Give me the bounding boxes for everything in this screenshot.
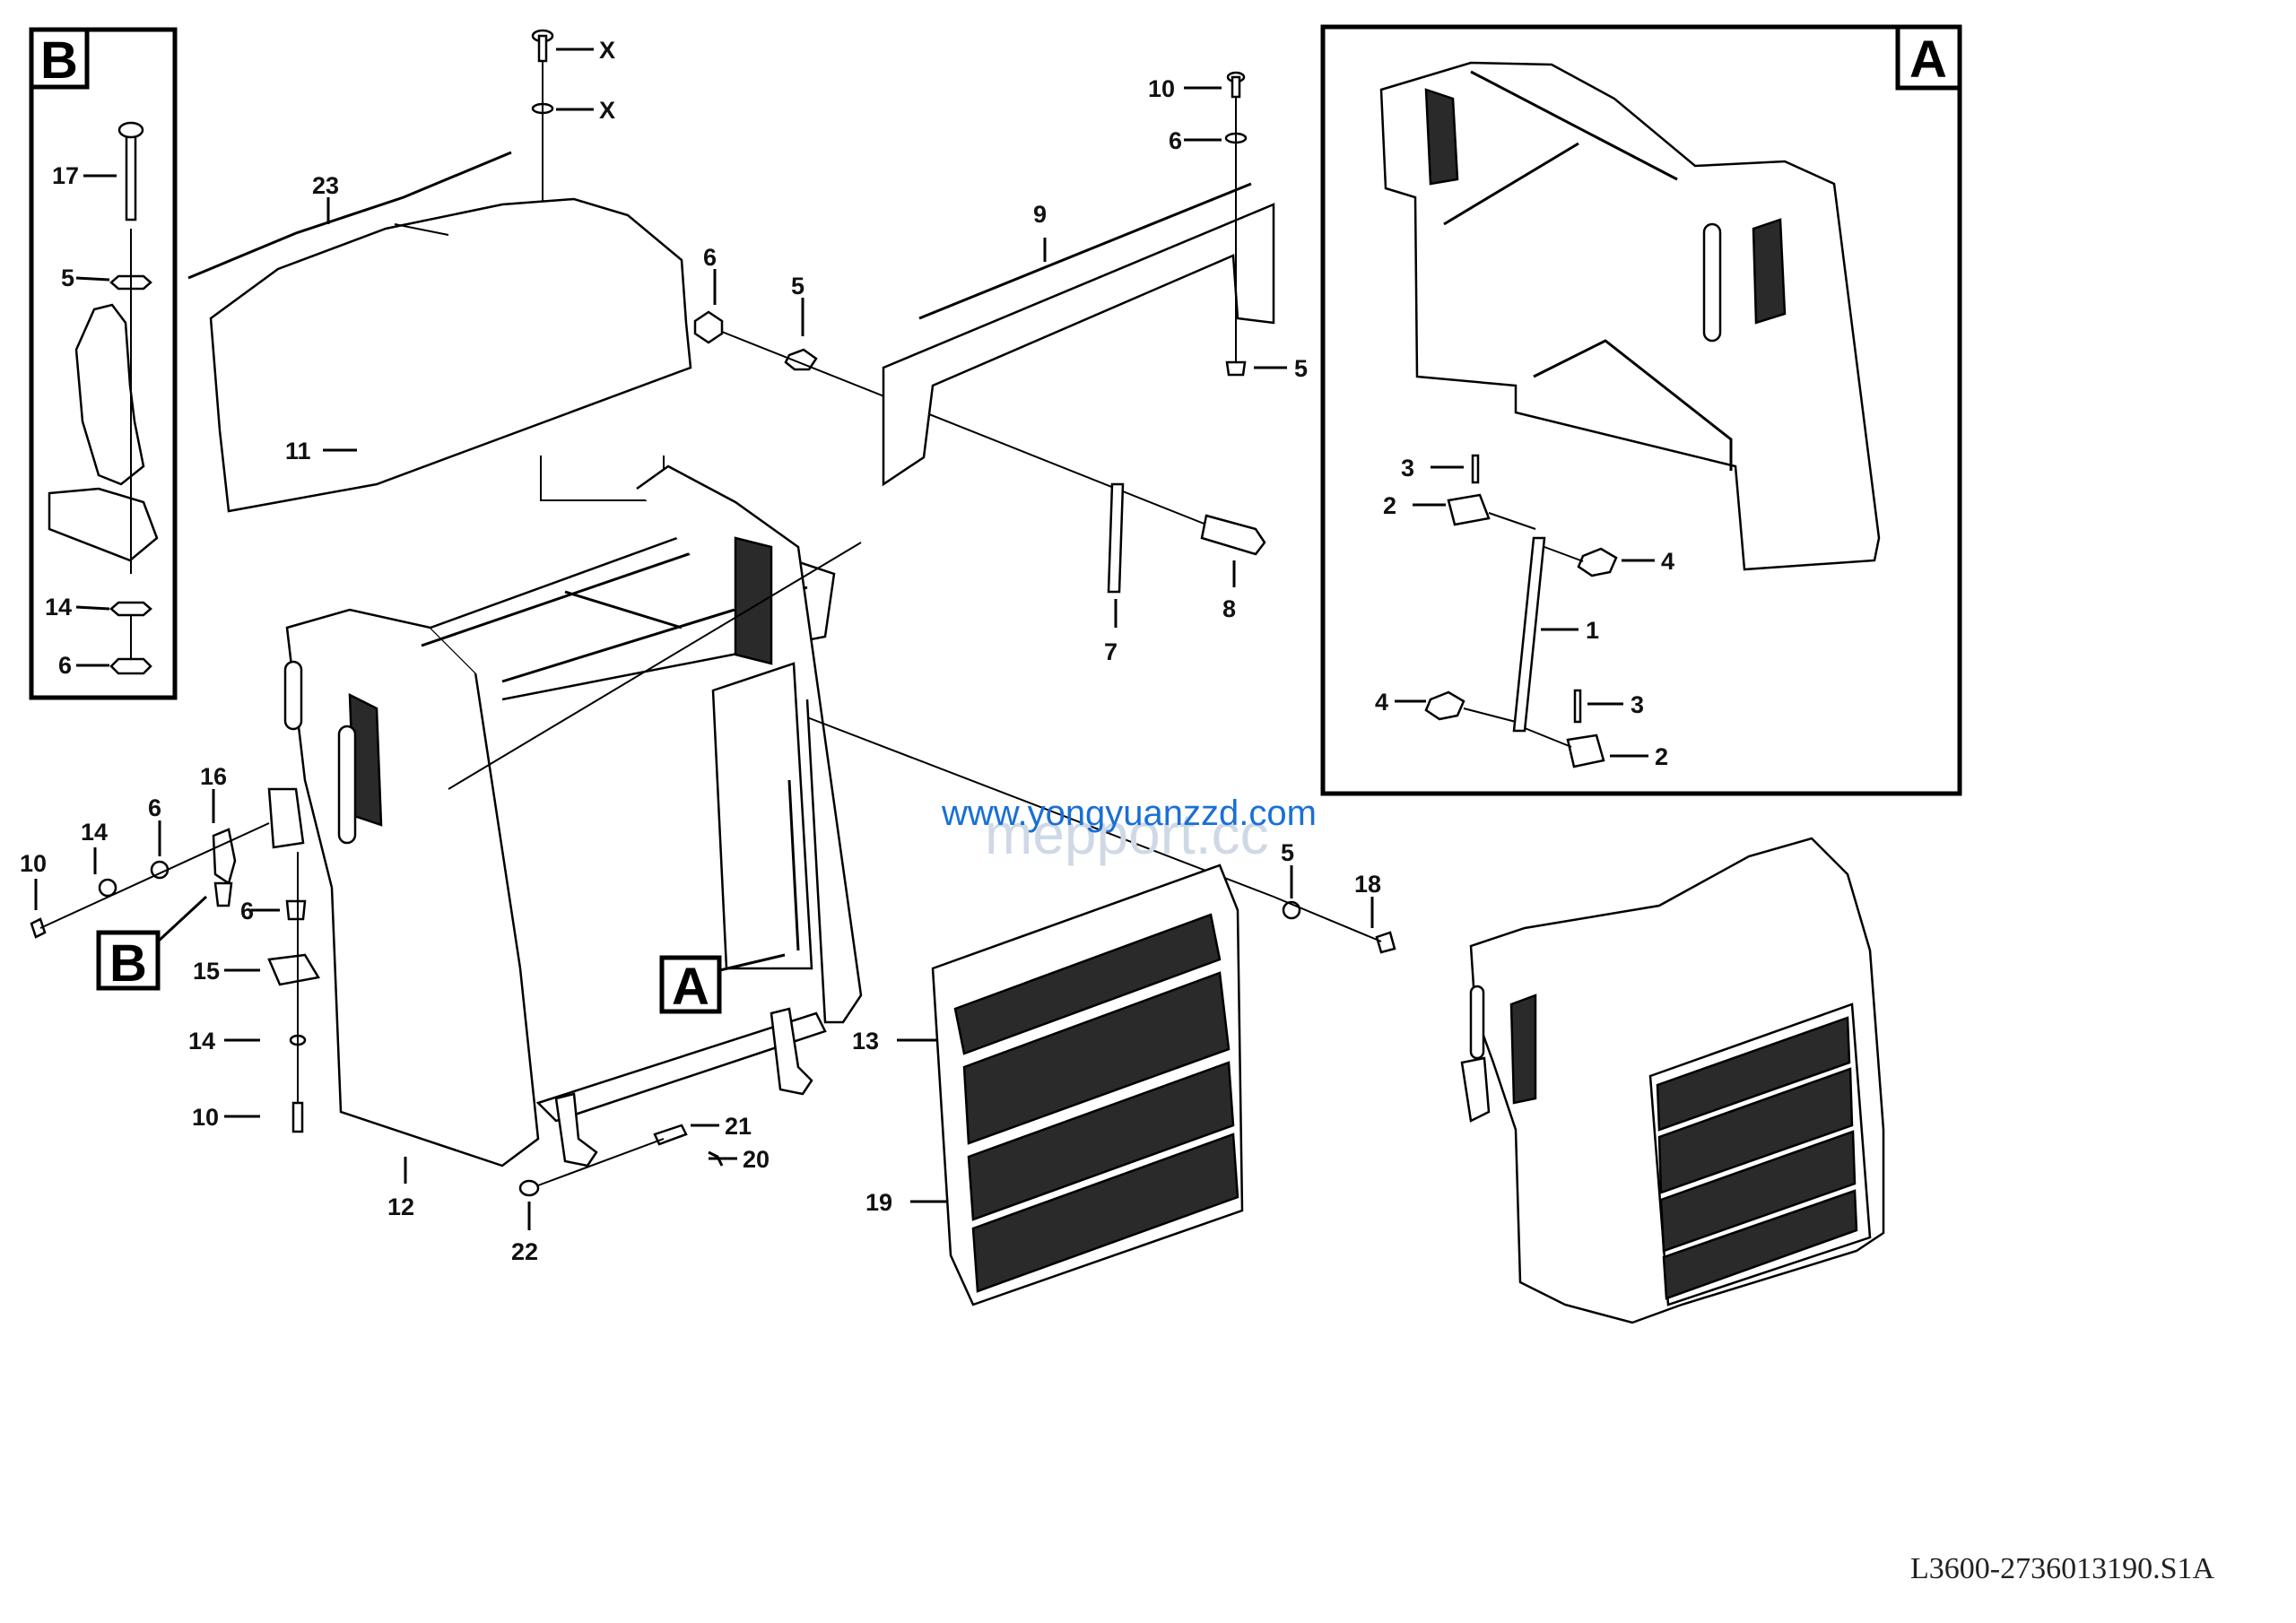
label-x-washer: X — [599, 97, 615, 124]
label-13: 13 — [852, 1028, 879, 1055]
label-15: 15 — [193, 958, 220, 985]
label-10-left: 10 — [20, 850, 47, 877]
nut-4-upper — [1577, 547, 1618, 577]
washer-14-b — [109, 601, 152, 617]
label-5-right: 5 — [1294, 355, 1308, 382]
grille-shell-12 — [283, 608, 540, 1167]
inset-a-letter: A — [1909, 30, 1947, 89]
label-4-a-upper: 4 — [1661, 548, 1674, 575]
label-4-a-lower: 4 — [1375, 689, 1388, 716]
nut-6-top — [693, 310, 724, 344]
handle-a — [1702, 222, 1722, 343]
label-5-top: 5 — [791, 273, 804, 299]
grille-mesh-19 — [971, 1133, 1239, 1293]
cab-frame-main — [421, 464, 1274, 1167]
bushing-2-upper — [1447, 493, 1491, 526]
bolt-17 — [125, 128, 137, 221]
svg-text:A: A — [672, 958, 709, 1016]
label-11: 11 — [285, 438, 311, 464]
label-6-left: 6 — [148, 794, 161, 821]
inset-b: B 17 5 14 6 — [29, 27, 178, 700]
label-x-bolt: X — [599, 37, 615, 64]
label-16: 16 — [200, 763, 227, 790]
label-9: 9 — [1033, 201, 1047, 228]
label-3-a-upper: 3 — [1401, 455, 1414, 482]
bracket-15 — [267, 953, 320, 986]
callout-a: A — [659, 955, 722, 1016]
label-12: 12 — [387, 1193, 414, 1220]
label-6-b: 6 — [58, 652, 72, 679]
label-17: 17 — [52, 162, 79, 189]
drawing-number: L3600-2736013190.S1A — [1910, 1552, 2215, 1585]
grille-mesh-13 — [953, 913, 1222, 1055]
bolt-10-top — [1224, 71, 1248, 377]
label-18: 18 — [1354, 871, 1381, 898]
pin-8 — [1200, 514, 1266, 556]
svg-text:B: B — [109, 934, 147, 993]
label-2-a-lower: 2 — [1655, 743, 1668, 770]
label-21: 21 — [725, 1113, 752, 1140]
bolt-18 — [1273, 896, 1396, 954]
watermark-primary: www.yongyuanzzd.com — [941, 794, 1317, 833]
label-8: 8 — [1222, 595, 1236, 622]
assembled-mesh-grille — [1656, 1016, 1851, 1132]
pin-3-lower — [1573, 689, 1582, 724]
assembled-mesh-side — [1509, 994, 1537, 1105]
hinge-20 — [554, 1092, 598, 1167]
label-6-top: 6 — [703, 244, 717, 271]
latch-bracket-b — [48, 487, 159, 562]
inset-a: A — [1320, 24, 1962, 796]
label-10-stack: 10 — [192, 1104, 219, 1131]
label-7: 7 — [1104, 638, 1118, 665]
rod-1 — [1512, 536, 1546, 733]
shell-handle-12 — [337, 725, 357, 845]
fastener-chain-8 — [693, 310, 1266, 594]
label-5-lower: 5 — [1281, 839, 1294, 866]
frame-mesh-main — [734, 536, 773, 665]
label-14-b: 14 — [45, 594, 72, 621]
assembled-view — [1460, 837, 1885, 1324]
cab-frame-a — [1379, 61, 1881, 571]
washer-14-left — [98, 878, 117, 898]
inset-b-letter: B — [40, 31, 78, 90]
grille-panels — [931, 864, 1244, 1306]
washer-5-top — [784, 348, 818, 371]
hardware-stack-15 — [267, 852, 320, 1133]
frame-mesh-right-a — [1752, 218, 1787, 325]
label-3-a-lower: 3 — [1631, 691, 1644, 718]
nut-6-b — [109, 657, 152, 675]
label-14-left: 14 — [81, 819, 108, 846]
label-10-top: 10 — [1148, 75, 1175, 102]
label-5-b: 5 — [61, 265, 74, 291]
panel-9 — [882, 182, 1275, 487]
washer-22 — [518, 1179, 540, 1197]
label-1: 1 — [1586, 617, 1599, 644]
watermark-secondary: mepport.cc — [985, 802, 1269, 866]
label-6-right: 6 — [1169, 127, 1182, 154]
pin-3-upper — [1471, 454, 1480, 484]
latch-assembly-b — [74, 303, 145, 486]
label-19: 19 — [865, 1189, 892, 1216]
latch-16 — [212, 787, 305, 907]
label-14-stack: 14 — [188, 1028, 215, 1055]
callout-b: B — [96, 895, 208, 993]
label-2-a-upper: 2 — [1383, 492, 1396, 519]
bushing-2-lower — [1566, 733, 1605, 768]
label-20: 20 — [743, 1146, 770, 1173]
hinge-pin-21 — [518, 1124, 724, 1197]
nut-4-lower — [1424, 690, 1465, 721]
top-bolt-x: X X — [531, 29, 615, 202]
bolt-10-left — [30, 822, 270, 939]
frame-mesh-left-a — [1424, 88, 1459, 186]
label-6-stack: 6 — [240, 898, 254, 924]
label-22: 22 — [511, 1238, 538, 1265]
rod-7 — [1107, 482, 1125, 594]
hood-11 — [187, 151, 692, 513]
label-23: 23 — [312, 172, 339, 199]
